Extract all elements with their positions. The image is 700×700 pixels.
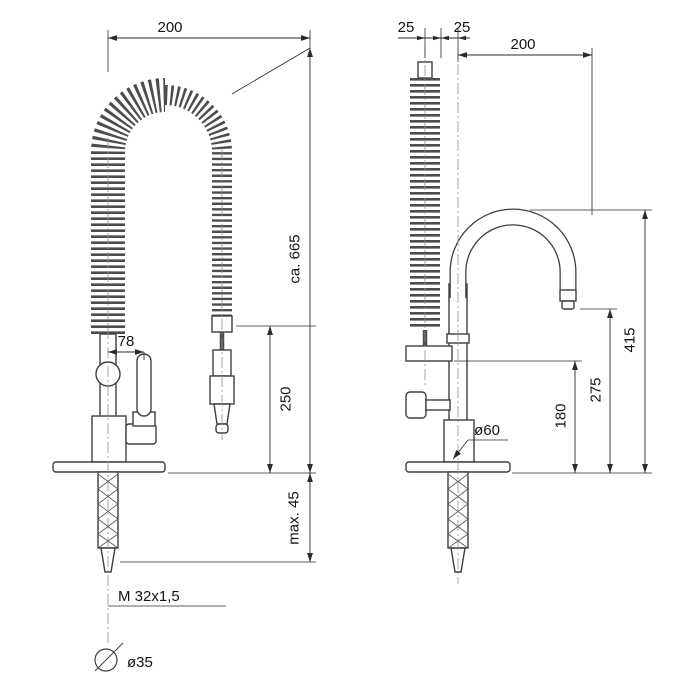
handle-knob-side xyxy=(405,391,427,419)
hole-circle xyxy=(94,648,118,672)
front-view: 200 ca. 665 250 78 max. 45 M 32x1,5 ø35 xyxy=(52,19,316,672)
arrowhead xyxy=(458,35,466,41)
dim-label-total-height: ca. 665 xyxy=(287,234,304,283)
dim-label-handle-offset: 78 xyxy=(118,333,135,350)
arrowhead xyxy=(433,35,441,41)
dim-label-holder-height: 180 xyxy=(553,403,570,428)
dim-label-reach: 200 xyxy=(510,36,535,53)
spout-arc-fill xyxy=(450,209,576,298)
spray-holder-bracket xyxy=(405,345,453,362)
side-view: 25 25 200 415 275 180 ø60 xyxy=(398,19,652,584)
dim-label-offset-a: 25 xyxy=(398,19,415,36)
dim-label-width: 200 xyxy=(157,19,182,36)
base-diameter-label: ø60 xyxy=(474,422,500,439)
arrowhead xyxy=(441,35,449,41)
dim-label-offset-b: 25 xyxy=(454,19,471,36)
faucet-body-front xyxy=(91,333,157,463)
outlet-nozzle xyxy=(559,289,577,302)
valve-body-side xyxy=(443,419,475,463)
spring-coil-right xyxy=(164,85,232,318)
side-dimensions: 25 25 200 415 275 180 ø60 xyxy=(398,19,652,474)
thread-label: M 32x1,5 xyxy=(118,588,180,605)
base-diameter-leader xyxy=(452,439,469,460)
dim-label-counter: max. 45 xyxy=(286,491,303,544)
hole-diameter-label: ø35 xyxy=(127,654,153,671)
handle-link-side xyxy=(425,399,451,411)
arrowhead xyxy=(417,35,425,41)
spring-coil-left xyxy=(91,78,166,334)
mounting-hole-symbol xyxy=(94,642,124,672)
spout-stub xyxy=(125,423,157,445)
spring-hose xyxy=(91,78,232,334)
dim-label-outlet-height: 275 xyxy=(588,377,605,402)
dim-label-spray-height: 250 xyxy=(278,386,295,411)
extension-line xyxy=(231,47,311,95)
front-dimensions: 200 ca. 665 250 78 max. 45 M 32x1,5 ø35 xyxy=(107,19,316,671)
dim-label-spout-height: 415 xyxy=(622,327,639,352)
lever-handle xyxy=(136,353,152,417)
base-plate-front xyxy=(52,461,166,473)
mixer-body xyxy=(91,415,127,463)
hole-slash xyxy=(94,642,124,672)
aerator-tip xyxy=(561,300,575,310)
